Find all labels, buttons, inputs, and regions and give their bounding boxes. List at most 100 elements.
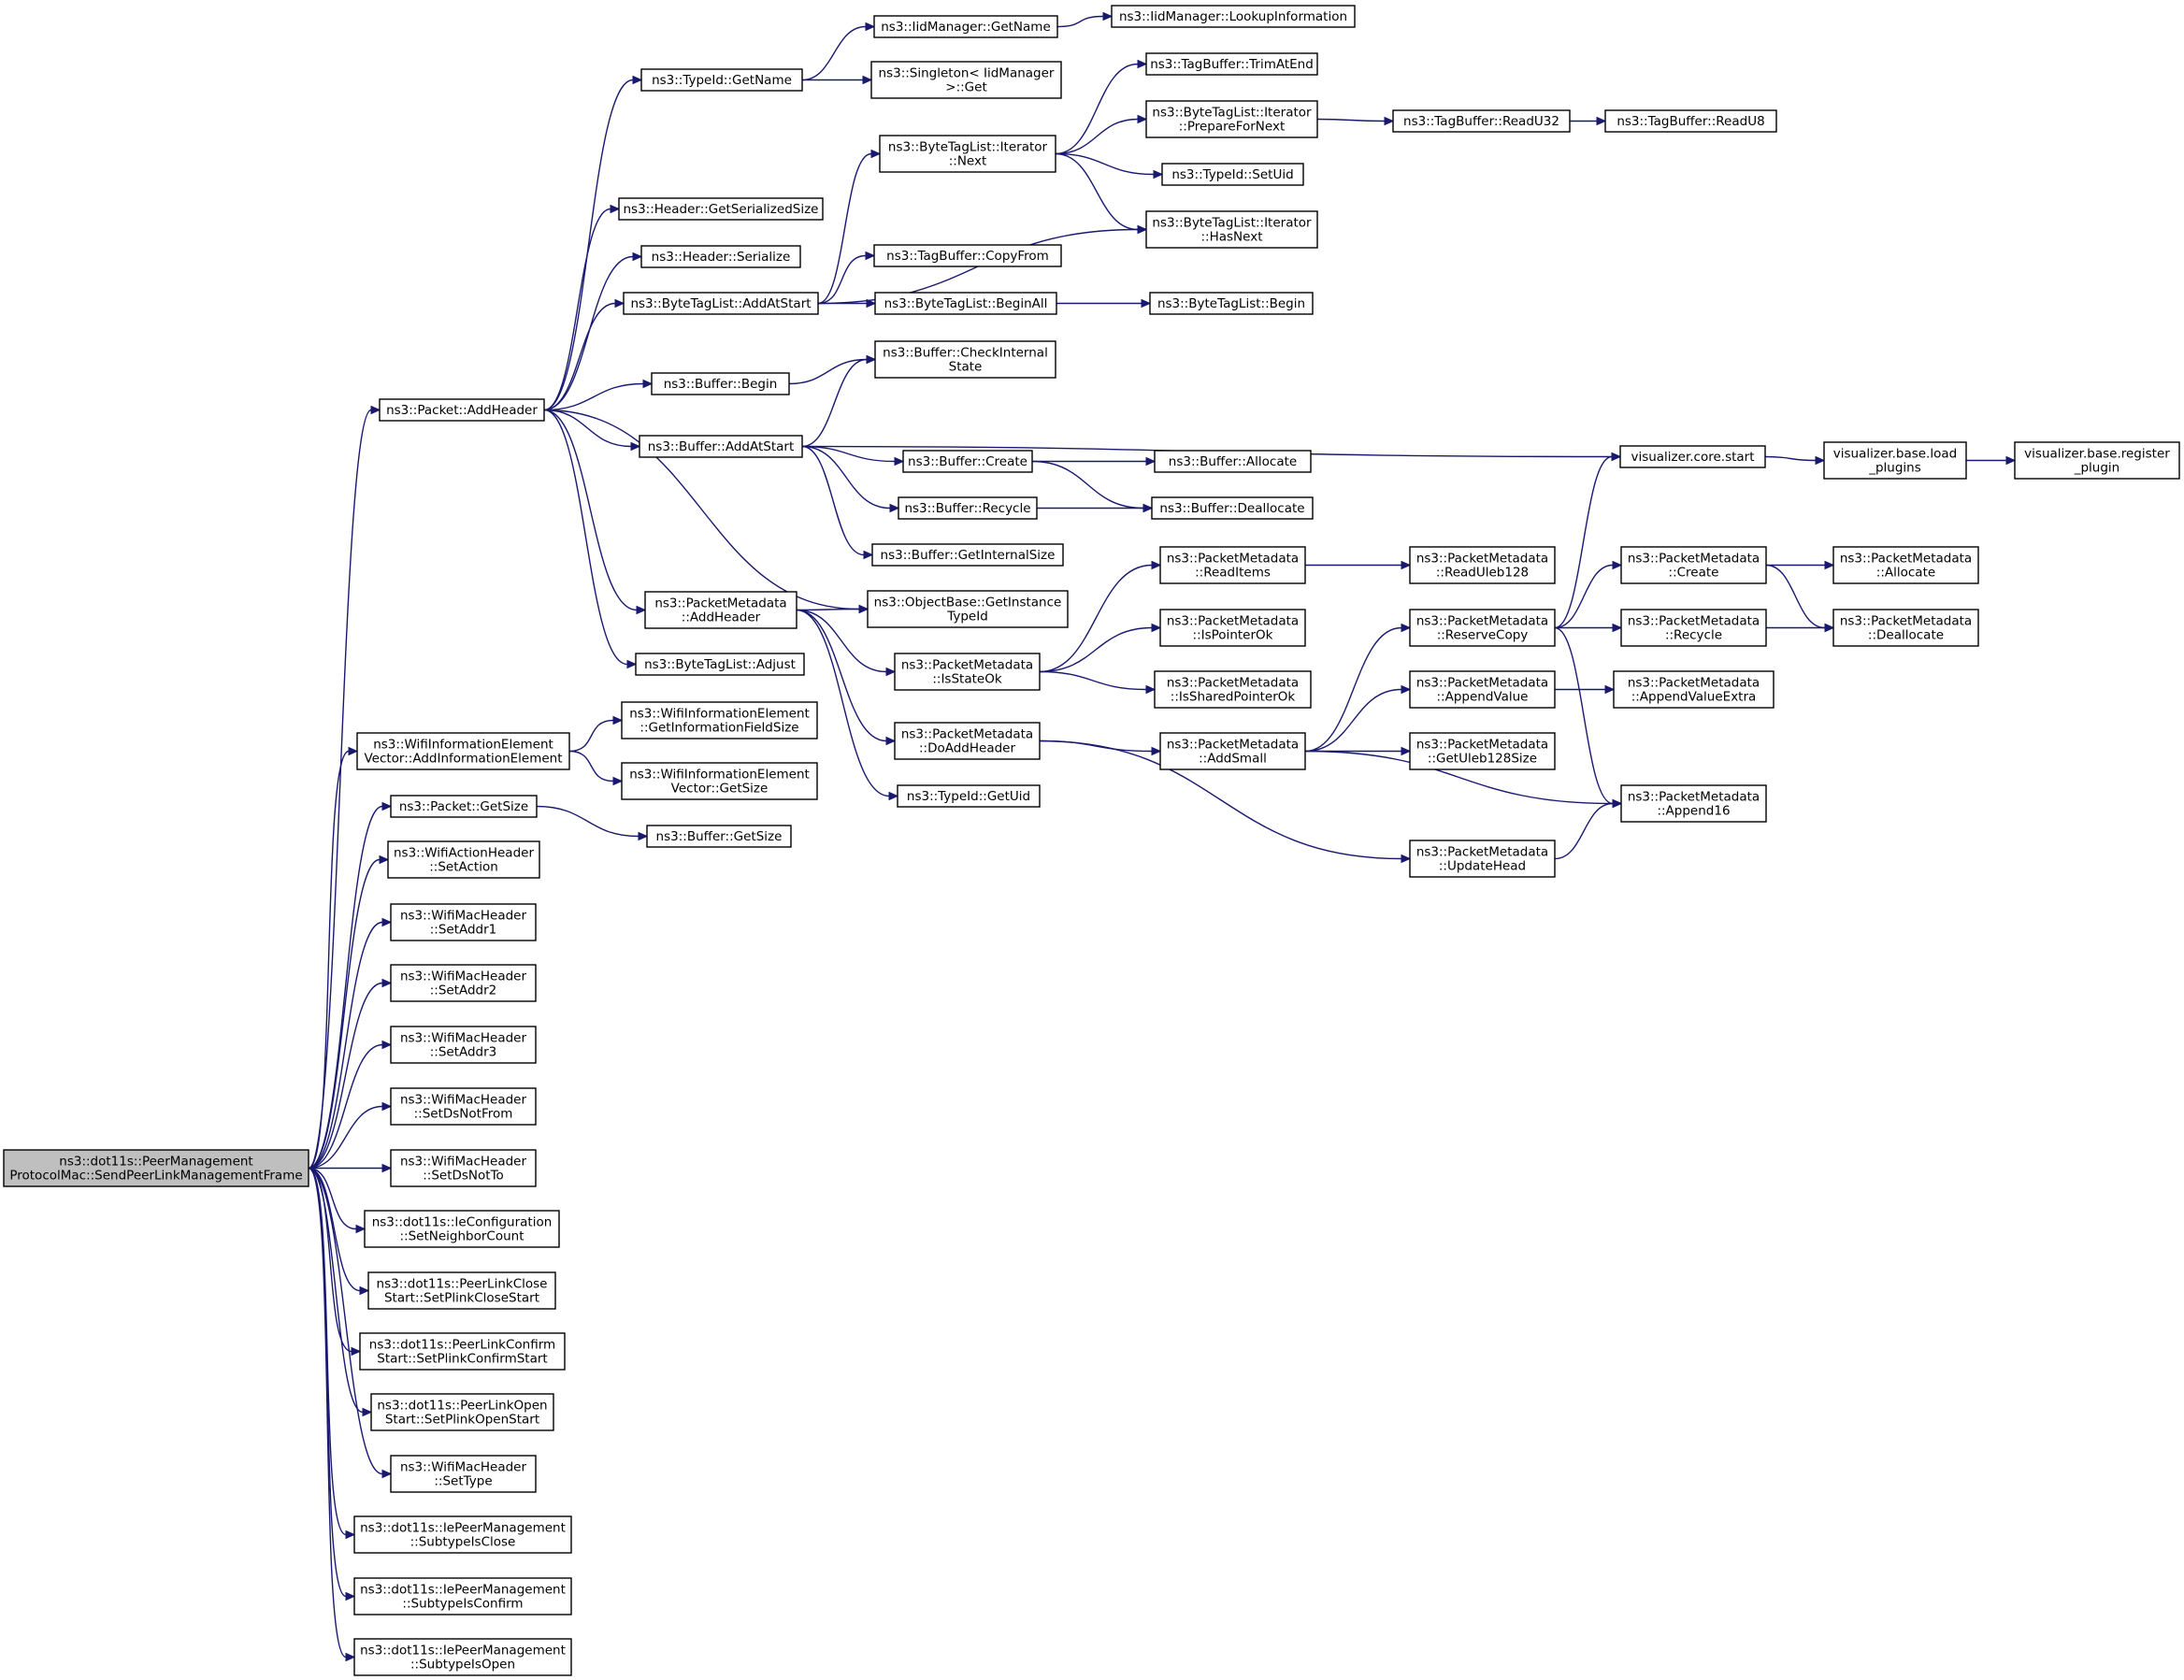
node-pmAddHeader[interactable]: ns3::PacketMetadata::AddHeader: [644, 591, 797, 629]
node-setPlinkConfirm[interactable]: ns3::dot11s::PeerLinkConfirmStart::SetPl…: [359, 1332, 566, 1371]
node-box[interactable]: [2014, 441, 2180, 480]
node-pmAppendValue[interactable]: ns3::PacketMetadata::AppendValue: [1409, 670, 1556, 709]
node-box[interactable]: [651, 372, 790, 395]
node-pmAppend16[interactable]: ns3::PacketMetadata::Append16: [1620, 784, 1767, 823]
node-box[interactable]: [894, 653, 1041, 691]
node-box[interactable]: [1409, 670, 1556, 709]
node-bufGetInternalSize[interactable]: ns3::Buffer::GetInternalSize: [871, 543, 1064, 567]
node-box[interactable]: [902, 450, 1033, 473]
node-pmDoAddHeader[interactable]: ns3::PacketMetadata::DoAddHeader: [894, 722, 1041, 760]
node-box[interactable]: [1392, 109, 1571, 133]
node-setAddr3[interactable]: ns3::WifiMacHeader::SetAddr3: [390, 1026, 537, 1064]
node-box[interactable]: [390, 964, 537, 1002]
node-box[interactable]: [1409, 840, 1556, 878]
node-pmCreate[interactable]: ns3::PacketMetadata::Create: [1620, 546, 1767, 584]
node-box[interactable]: [379, 398, 545, 422]
node-box[interactable]: [1619, 445, 1766, 468]
node-subClose[interactable]: ns3::dot11s::IePeerManagement::SubtypeIs…: [353, 1515, 572, 1554]
node-bufAllocate[interactable]: ns3::Buffer::Allocate: [1154, 450, 1312, 473]
node-subConfirm[interactable]: ns3::dot11s::IePeerManagement::SubtypeIs…: [353, 1577, 572, 1615]
node-box[interactable]: [639, 435, 803, 458]
node-box[interactable]: [1145, 210, 1318, 249]
node-root[interactable]: ns3::dot11s::PeerManagementProtocolMac::…: [3, 1149, 309, 1187]
node-pmGetUleb128Size[interactable]: ns3::PacketMetadata::GetUleb128Size: [1409, 732, 1556, 770]
node-box[interactable]: [874, 340, 1056, 379]
node-bufDeallocate[interactable]: ns3::Buffer::Deallocate: [1151, 496, 1314, 520]
node-box[interactable]: [1823, 441, 1967, 480]
node-box[interactable]: [879, 135, 1056, 173]
node-setPlinkClose[interactable]: ns3::dot11s::PeerLinkCloseStart::SetPlin…: [367, 1271, 556, 1310]
node-pmRecycle[interactable]: ns3::PacketMetadata::Recycle: [1620, 609, 1767, 647]
node-box[interactable]: [1111, 5, 1356, 28]
node-setNeighborCount[interactable]: ns3::dot11s::IeConfiguration::SetNeighbo…: [364, 1210, 560, 1248]
node-box[interactable]: [894, 722, 1041, 760]
node-box[interactable]: [618, 197, 824, 221]
node-typeSetUid[interactable]: ns3::TypeId::SetUid: [1161, 163, 1304, 186]
node-box[interactable]: [1145, 52, 1318, 76]
node-vizStart[interactable]: visualizer.core.start: [1619, 445, 1766, 468]
node-btlAddAtStart[interactable]: ns3::ByteTagList::AddAtStart: [623, 292, 819, 315]
node-box[interactable]: [640, 245, 801, 268]
node-iidLookup[interactable]: ns3::IidManager::LookupInformation: [1111, 5, 1356, 28]
node-btlBeginAll[interactable]: ns3::ByteTagList::BeginAll: [874, 292, 1057, 315]
node-box[interactable]: [3, 1149, 309, 1187]
node-box[interactable]: [1409, 609, 1556, 647]
node-pmIsSharedPointerOk[interactable]: ns3::PacketMetadata::IsSharedPointerOk: [1154, 670, 1312, 709]
node-box[interactable]: [644, 591, 797, 629]
node-box[interactable]: [1832, 609, 1979, 647]
node-box[interactable]: [390, 1087, 537, 1126]
node-typeGetName[interactable]: ns3::TypeId::GetName: [640, 68, 803, 92]
node-pmIsStateOk[interactable]: ns3::PacketMetadata::IsStateOk: [894, 653, 1041, 691]
node-box[interactable]: [871, 543, 1064, 567]
node-box[interactable]: [390, 1026, 537, 1064]
node-setPlinkOpen[interactable]: ns3::dot11s::PeerLinkOpenStart::SetPlink…: [370, 1393, 554, 1431]
node-pmUpdateHead[interactable]: ns3::PacketMetadata::UpdateHead: [1409, 840, 1556, 878]
node-btlAdjust[interactable]: ns3::ByteTagList::Adjust: [635, 653, 805, 676]
node-hdrGetSerSize[interactable]: ns3::Header::GetSerializedSize: [618, 197, 824, 221]
node-iidGetName[interactable]: ns3::IidManager::GetName: [873, 15, 1058, 38]
node-box[interactable]: [359, 1332, 566, 1371]
node-box[interactable]: [635, 653, 805, 676]
node-tbReadU8[interactable]: ns3::TagBuffer::ReadU8: [1604, 109, 1777, 133]
node-box[interactable]: [353, 1577, 572, 1615]
node-box[interactable]: [1620, 609, 1767, 647]
node-tbTrimAtEnd[interactable]: ns3::TagBuffer::TrimAtEnd: [1145, 52, 1318, 76]
node-box[interactable]: [1159, 609, 1306, 647]
node-box[interactable]: [1620, 546, 1767, 584]
node-bufAddAtStart[interactable]: ns3::Buffer::AddAtStart: [639, 435, 803, 458]
node-box[interactable]: [898, 496, 1038, 520]
node-bufRecycle[interactable]: ns3::Buffer::Recycle: [898, 496, 1038, 520]
node-tbReadU32[interactable]: ns3::TagBuffer::ReadU32: [1392, 109, 1571, 133]
node-box[interactable]: [367, 1271, 556, 1310]
node-vizRegister[interactable]: visualizer.base.register_plugin: [2014, 441, 2180, 480]
node-box[interactable]: [640, 68, 803, 92]
node-pktGetSize[interactable]: ns3::Packet::GetSize: [390, 795, 538, 818]
node-pmReadItems[interactable]: ns3::PacketMetadata::ReadItems: [1159, 546, 1306, 584]
node-wievGetSize[interactable]: ns3::WifiInformationElementVector::GetSi…: [621, 762, 818, 800]
node-box[interactable]: [1613, 670, 1774, 709]
node-pmAddSmall[interactable]: ns3::PacketMetadata::AddSmall: [1159, 732, 1306, 770]
node-addHeader[interactable]: ns3::Packet::AddHeader: [379, 398, 545, 422]
node-hdrSerialize[interactable]: ns3::Header::Serialize: [640, 245, 801, 268]
node-box[interactable]: [1151, 496, 1314, 520]
node-box[interactable]: [1149, 292, 1314, 315]
node-pmAppendValueExtra[interactable]: ns3::PacketMetadata::AppendValueExtra: [1613, 670, 1774, 709]
node-box[interactable]: [1159, 732, 1306, 770]
node-setType[interactable]: ns3::WifiMacHeader::SetType: [390, 1455, 537, 1493]
node-bufGetSize[interactable]: ns3::Buffer::GetSize: [646, 825, 792, 848]
node-box[interactable]: [1154, 450, 1312, 473]
node-box[interactable]: [1161, 163, 1304, 186]
node-box[interactable]: [1832, 546, 1979, 584]
node-bufBegin[interactable]: ns3::Buffer::Begin: [651, 372, 790, 395]
node-btlIterPrepare[interactable]: ns3::ByteTagList::Iterator::PrepareForNe…: [1145, 100, 1318, 138]
node-box[interactable]: [1604, 109, 1777, 133]
node-addInfoElem[interactable]: ns3::WifiInformationElementVector::AddIn…: [356, 732, 570, 770]
node-box[interactable]: [621, 762, 818, 800]
node-setDsNotTo[interactable]: ns3::WifiMacHeader::SetDsNotTo: [390, 1149, 537, 1187]
node-pmReadUleb128[interactable]: ns3::PacketMetadata::ReadUleb128: [1409, 546, 1556, 584]
node-box[interactable]: [621, 701, 818, 739]
node-box[interactable]: [1145, 100, 1318, 138]
node-box[interactable]: [1620, 784, 1767, 823]
